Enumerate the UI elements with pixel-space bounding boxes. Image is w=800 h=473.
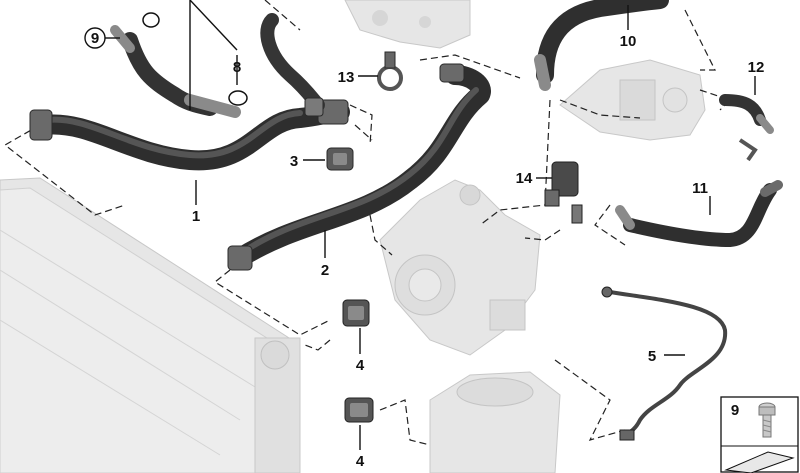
inset-number-9: 9 <box>731 402 739 419</box>
callout-3: 3 <box>290 153 298 170</box>
water-pump-ghost <box>379 179 541 356</box>
fitting-part-4-lower <box>344 397 374 423</box>
clip-part-13 <box>377 51 403 91</box>
callout-12: 12 <box>748 59 765 76</box>
leader-lines <box>105 0 756 450</box>
callout-9: 9 <box>91 30 99 47</box>
hose-part-10 <box>534 0 669 91</box>
inset-arrow-shape <box>724 451 795 473</box>
callout-1: 1 <box>192 208 200 225</box>
callout-10: 10 <box>620 33 637 50</box>
callout-numbers: 1 2 3 4 4 5 8 9 10 11 12 13 14 <box>84 27 765 470</box>
hose-part-11 <box>615 180 783 247</box>
inset-legend: 9 <box>720 396 799 473</box>
callout-14: 14 <box>516 170 533 187</box>
expansion-tank-ghost <box>429 371 561 473</box>
hose-s-top <box>260 13 325 117</box>
radiator-ghost <box>0 177 301 473</box>
bolt-icon <box>758 402 776 438</box>
hose-part-12 <box>719 94 774 162</box>
engine-block-ghost <box>344 0 471 49</box>
electric-pump-ghost <box>559 59 706 141</box>
callout-5: 5 <box>648 348 656 365</box>
hose-upper-left <box>110 12 248 118</box>
callout-13: 13 <box>338 69 355 86</box>
hose-part-2 <box>227 63 491 271</box>
callout-4-upper: 4 <box>356 357 365 374</box>
callout-4-lower: 4 <box>356 453 365 470</box>
clamp-part-3 <box>326 147 354 171</box>
callout-11: 11 <box>692 180 708 197</box>
sensor-part-14 <box>544 161 583 224</box>
callout-9-circle <box>84 27 106 49</box>
callout-2: 2 <box>321 262 329 279</box>
dashed-connection-lines <box>3 0 732 446</box>
callout-8: 8 <box>233 59 241 76</box>
fitting-part-4-upper <box>342 299 370 327</box>
line-part-5 <box>601 286 728 441</box>
